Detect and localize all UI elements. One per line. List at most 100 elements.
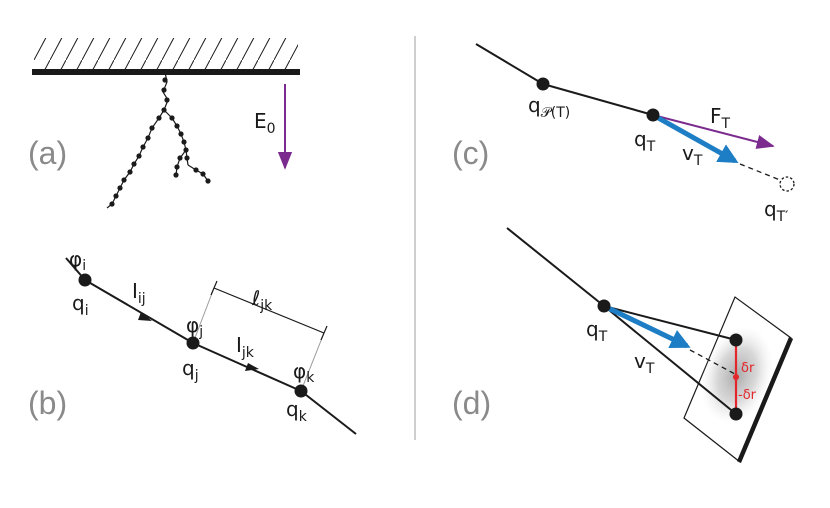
- field-sub: 0: [267, 121, 276, 137]
- tree-branch-right-sub1: [175, 149, 187, 176]
- Iij-sub: ij: [138, 291, 146, 307]
- tree-node: [164, 97, 170, 103]
- tree-node: [200, 171, 206, 177]
- perturbation-center: [733, 374, 739, 380]
- ljk-sub: jk: [259, 298, 273, 314]
- length-bracket: [192, 287, 215, 344]
- panel-d: qT vT δr -δr (d): [452, 227, 794, 463]
- node-qTprime: [779, 176, 795, 192]
- qj-main: q: [182, 356, 195, 380]
- qT-main: q: [586, 317, 599, 341]
- channel-segment-ij: [84, 279, 194, 344]
- vT-sub: T: [645, 361, 655, 377]
- force-arrow: [652, 114, 775, 149]
- ceiling-hatch: [34, 38, 298, 70]
- vT-label: vT: [634, 349, 655, 377]
- qk-label: qk: [286, 397, 308, 425]
- node-upper-candidate: [729, 333, 743, 347]
- candidate-line-upper: [603, 305, 737, 341]
- tree-node: [121, 177, 127, 183]
- qk-sub: k: [299, 409, 308, 425]
- length-tick: [320, 325, 328, 341]
- channel-line: [542, 83, 654, 116]
- candidate-line-lower: [603, 305, 737, 415]
- node-qi: [78, 273, 92, 287]
- channel-line: [475, 43, 544, 85]
- phi-i-main: φ: [69, 247, 82, 271]
- tree-node: [174, 123, 180, 129]
- panel-d-label: (d): [452, 385, 491, 421]
- qTprime-sub: T′: [776, 209, 789, 225]
- field-main: E: [254, 109, 267, 133]
- tree-node: [156, 115, 162, 121]
- length-dimension: [213, 287, 325, 334]
- panel-b: φi qi Iij φj qj ℓjk Ijk φk qk (b): [28, 247, 357, 435]
- channel-line-tail: [300, 390, 357, 435]
- FT-label: FT: [710, 104, 731, 132]
- tree-node: [136, 153, 142, 159]
- velocity-arrow: [602, 303, 691, 349]
- phi-i-sub: i: [82, 258, 86, 274]
- qT-sub: T: [646, 139, 656, 155]
- delta-pos-label: δr: [741, 361, 755, 376]
- velocity-arrow: [651, 112, 739, 164]
- panel-a: E0 (a): [28, 38, 300, 209]
- node-qT: [646, 108, 660, 122]
- tree-node: [174, 164, 180, 170]
- tree-node: [145, 135, 151, 141]
- tree-node: [183, 147, 189, 153]
- current-direction-jk: [245, 363, 259, 371]
- node-qT: [597, 299, 611, 313]
- tree-node: [109, 201, 115, 207]
- qTprime-main: q: [764, 197, 777, 221]
- phi-i-label: φi: [69, 247, 86, 274]
- tree-branch-right-sub2: [187, 164, 209, 182]
- vT-main: v: [634, 349, 646, 373]
- Ijk-sub: jk: [241, 345, 255, 361]
- qT-label: qT: [586, 317, 608, 345]
- tree-node: [127, 169, 133, 175]
- FT-sub: T: [721, 116, 731, 132]
- tree-node: [205, 178, 211, 184]
- Iij-label: Iij: [132, 279, 146, 307]
- tree-node: [162, 77, 168, 83]
- Ijk-label: Ijk: [236, 333, 255, 361]
- phi-k-sub: k: [306, 370, 315, 386]
- qparent-label: q𝒫(T): [528, 93, 570, 121]
- tree-node: [173, 172, 179, 178]
- tree-node: [193, 167, 199, 173]
- qj-sub: j: [194, 368, 199, 384]
- qparent-main: q: [528, 93, 541, 117]
- qi-label: qi: [72, 291, 89, 319]
- tree-branch-right: [163, 109, 189, 166]
- channel-line: [506, 227, 605, 307]
- qi-main: q: [72, 291, 85, 315]
- tree-nodes: [109, 77, 211, 207]
- Ijk-main: I: [236, 333, 242, 357]
- panel-a-label: (a): [28, 135, 67, 171]
- tree-node: [113, 193, 119, 199]
- tree-node: [184, 155, 190, 161]
- tree-node: [131, 161, 137, 167]
- panel-c-label: (c): [452, 135, 489, 171]
- length-bracket: [300, 332, 325, 392]
- phi-k-label: φk: [293, 359, 315, 386]
- qT-sub: T: [598, 329, 608, 345]
- node-qk: [294, 384, 308, 398]
- tree-node: [161, 87, 167, 93]
- qTprime-label: qT′: [764, 197, 788, 225]
- panel-c: q𝒫(T) qT FT vT qT′ (c): [452, 43, 795, 225]
- vT-sub: T: [693, 153, 703, 169]
- phi-j-label: φj: [186, 313, 203, 340]
- tree-node: [161, 107, 167, 113]
- qj-label: qj: [182, 356, 199, 384]
- node-qj: [186, 336, 200, 350]
- qparent-sub: 𝒫(T): [541, 105, 571, 121]
- ljk-label: ℓjk: [251, 286, 273, 314]
- field-label: E0: [254, 109, 276, 137]
- tree-node: [177, 155, 183, 161]
- qT-main: q: [634, 127, 647, 151]
- tree-node: [181, 139, 187, 145]
- node-parent: [536, 77, 550, 91]
